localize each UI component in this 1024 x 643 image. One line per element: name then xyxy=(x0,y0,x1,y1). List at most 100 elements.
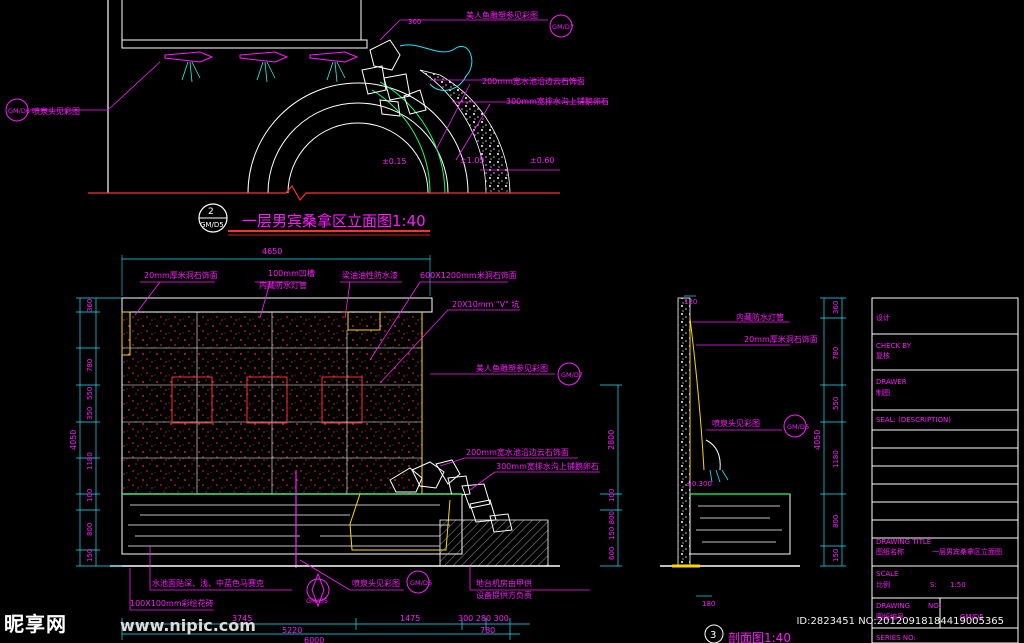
main-elevation xyxy=(76,255,622,640)
ref-marker-gm-d6-section xyxy=(783,414,807,438)
dim-5220: 5220 xyxy=(282,626,302,635)
dim-1475: 1475 xyxy=(400,614,420,623)
ref-marker-gm-d7-top xyxy=(549,14,573,38)
label-v-groove: 20X10mm "V" 坑 xyxy=(452,299,519,309)
title-ref-num: 2 xyxy=(208,207,214,217)
label-section-spray-head: 喷泉头见彩图 xyxy=(712,418,760,428)
ref-gm-d6-top: GM/D6 xyxy=(8,107,30,115)
ref-gm-d6-section: GM/D6 xyxy=(787,423,809,431)
label-waterproof-beam: 梁油油性防水漆 xyxy=(342,270,398,280)
label-cobble-300-main: 300mm宽排水沟上铺鹅卵石 xyxy=(496,461,599,471)
top-elevation xyxy=(88,0,560,202)
label-section-marble: 20mm厚米洞石饰面 xyxy=(744,334,818,344)
tb-check-by: CHECK BY xyxy=(876,342,912,350)
label-stone-edge-200-top: 200mm宽水池沿边云石饰面 xyxy=(482,76,585,86)
dim-left-150: 150 xyxy=(86,549,94,562)
section-number-circle xyxy=(704,624,724,643)
elev-1-05: ±1.05 xyxy=(460,156,485,165)
dim-780: 780 xyxy=(480,626,495,635)
rock-cluster-top xyxy=(361,39,427,117)
dim-sect-4050: 4050 xyxy=(813,430,822,450)
tb-series-no: SERIES NO: xyxy=(876,634,916,642)
dim-left-4050: 4050 xyxy=(69,430,78,450)
dim-sect-550: 550 xyxy=(832,397,840,410)
label-stone-600x1200: 600X1200mm米洞石饰面 xyxy=(420,270,517,280)
ref-marker-gm-d6-top xyxy=(5,98,29,122)
watermark-logo: 昵享网 xyxy=(4,612,67,636)
dim-6000: 6000 xyxy=(304,636,324,643)
ref-gm-d6-main: GM/D6 xyxy=(410,579,432,587)
dim-left-1180: 1180 xyxy=(86,452,94,470)
tb-drawing-name: 图纸名称 xyxy=(876,547,904,556)
tb-design: 设计 xyxy=(876,313,890,322)
label-light-tube: 内藏防水灯管 xyxy=(259,280,307,290)
label-top-300-dim: 300 xyxy=(408,18,421,26)
label-marble-20: 20mm厚米洞石饰面 xyxy=(144,270,218,280)
label-cobble-300-top: 300mm宽排水沟上铺鹅卵石 xyxy=(506,96,609,106)
label-light-slot: 100mm凹槽 xyxy=(268,268,315,278)
ref-marker-gm-d7-main xyxy=(557,362,581,386)
dim-sect-150: 150 xyxy=(832,549,840,562)
dim-right-600: 600 xyxy=(608,547,616,560)
tb-scale-cn: 比例 xyxy=(876,580,890,589)
section-title: 剖面图1:40 xyxy=(728,631,791,643)
dim-section-180: 180 xyxy=(702,600,715,608)
label-spray-head-main: 喷泉头见彩图 xyxy=(352,578,400,588)
title-ref-code: GM/D5 xyxy=(200,221,224,229)
label-mermaid-sculpture-top: 美人鱼雕塑参见彩图 xyxy=(466,10,538,20)
tb-drawing-no-cn: 图纸编号 xyxy=(876,612,904,621)
dim-right-150-800: 150 800 xyxy=(608,511,616,540)
label-equipment-1: 地台机房由甲供 xyxy=(476,578,532,588)
tb-seal: SEAL: (DESCRIPTION) xyxy=(876,416,951,424)
elev-0-15: ±0.15 xyxy=(382,157,407,166)
dim-left-800: 800 xyxy=(86,523,94,536)
tb-drawer-cn: 制图 xyxy=(876,388,890,397)
dim-sect-1180: 1180 xyxy=(832,450,840,468)
dim-right-100: 100 xyxy=(608,489,616,502)
dim-right-2800: 2800 xyxy=(607,430,616,450)
tb-drawing-no-value: GM/D5 xyxy=(960,613,984,621)
dim-left-780: 780 xyxy=(86,359,94,372)
drawing-title-main: 一层男宾桑拿区立面图1:40 xyxy=(242,212,426,230)
label-mosaic-100: 100X100mm彩绘花砖 xyxy=(130,598,214,608)
section-view xyxy=(660,295,846,643)
dim-sect-360: 360 xyxy=(832,301,840,314)
tb-scale: SCALE xyxy=(876,570,898,578)
dim-sect-800: 800 xyxy=(832,515,840,528)
tb-check-by-cn: 复核 xyxy=(876,351,890,360)
label-equipment-2: 设备提供方负责 xyxy=(476,590,532,600)
section-cut-marker xyxy=(306,572,330,608)
section-number: 3 xyxy=(710,630,716,641)
ref-marker-gm-d6-main xyxy=(406,570,430,594)
tb-scale-value: 1:50 xyxy=(950,581,966,589)
tb-drawer: DRAWER xyxy=(876,378,907,386)
dim-4650: 4650 xyxy=(262,247,282,256)
tb-drawing-name-value: 一层男宾桑拿区立面图 xyxy=(932,547,1002,556)
dim-left-350: 350 xyxy=(86,407,94,420)
tb-scale-s: S: xyxy=(930,581,937,589)
ref-gm-d5: GM/D5 xyxy=(306,597,328,605)
dim-left-550: 550 xyxy=(86,387,94,400)
shower-heads xyxy=(164,51,359,63)
dim-300-280-300: 300 280 300 xyxy=(458,614,509,623)
dim-3745: 3745 xyxy=(232,614,252,623)
dim-left-360: 360 xyxy=(86,299,94,312)
dim-left-100: 100 xyxy=(86,489,94,502)
label-spray-head-top: 喷泉头见彩图 xyxy=(32,106,80,116)
tb-drawing-no: DRAWING xyxy=(876,602,910,610)
label-section-light-tube: 内藏防水灯管 xyxy=(736,312,784,322)
top-leaders xyxy=(30,19,608,161)
dim-section-top-150: 120 xyxy=(684,298,697,306)
dim-sect-780: 780 xyxy=(832,347,840,360)
label-section-elev: ±0.300 xyxy=(686,480,712,488)
drawing-title-1 xyxy=(198,203,430,236)
tb-drawing-title: DRAWING TITLE xyxy=(876,538,931,546)
title-block xyxy=(871,297,1019,643)
watermark-url: www.nipic.com xyxy=(120,616,256,635)
ref-gm-d7-main: GM/D7 xyxy=(561,371,583,379)
tb-no: NO: xyxy=(928,602,941,610)
label-mermaid-main: 美人鱼雕塑参见彩图 xyxy=(476,363,548,373)
label-stone-edge-200-main: 200mm宽水池沿边云石饰面 xyxy=(466,447,569,457)
image-id-label: ID:2823451 NO:20120918184419005365 xyxy=(796,616,1004,627)
